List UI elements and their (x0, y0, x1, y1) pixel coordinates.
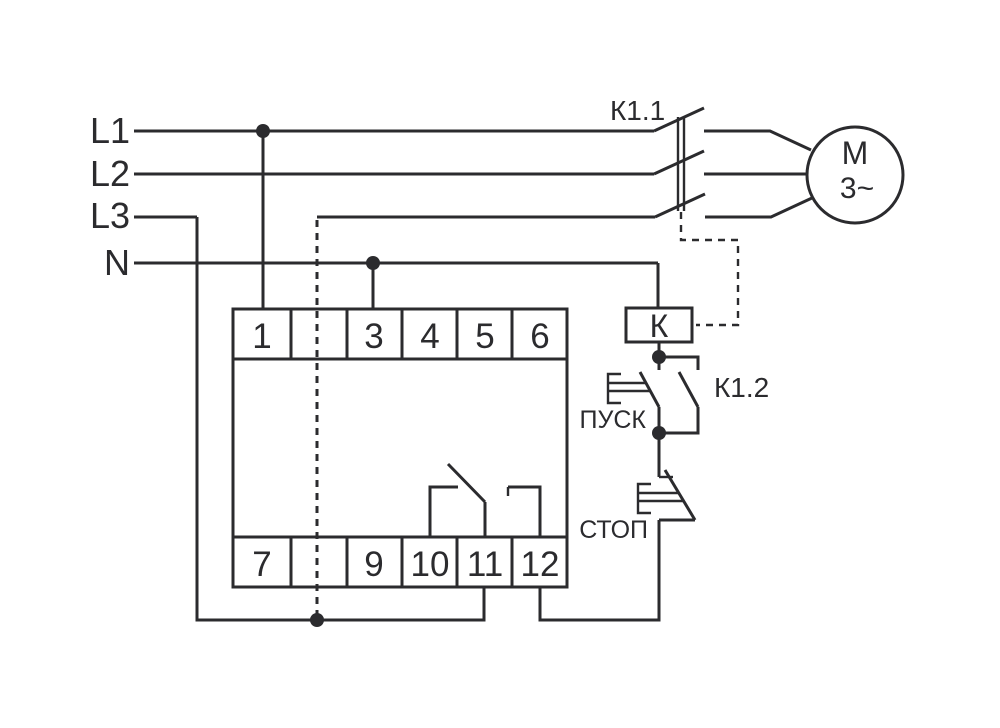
terminal-7: 7 (252, 545, 271, 584)
pole3-output-wire (705, 196, 813, 219)
motor-circle (805, 125, 905, 225)
contact-no-side (428, 485, 458, 537)
aux-contact: К1.2 (652, 355, 769, 440)
top-strip-dividers (289, 309, 514, 359)
contactor-coil: К (624, 306, 694, 364)
stop-button-label: СТОП (579, 516, 648, 544)
terminal-6: 6 (530, 317, 549, 356)
linkage-to-coil-dashed (679, 212, 740, 327)
terminal-9: 9 (364, 545, 383, 584)
aux-top-wire (659, 355, 700, 370)
contactor-main-label: К1.1 (610, 95, 665, 126)
l1-label: L1 (90, 110, 130, 151)
contact-nc-side (508, 485, 542, 537)
bottom-strip-dividers (289, 537, 514, 587)
l2-label: L2 (90, 153, 130, 194)
terminal-1: 1 (252, 317, 271, 356)
contactor-main-contacts: К1.1 (610, 95, 813, 327)
contact-blade (446, 462, 487, 504)
motor: М 3~ (805, 125, 905, 225)
terminal-4: 4 (420, 317, 439, 356)
start-button-label: ПУСК (580, 406, 647, 434)
l3-label: L3 (90, 195, 130, 236)
terminal12-to-stop-wire (538, 520, 661, 622)
terminal-numbers-top: 1 3 4 5 6 (252, 317, 549, 356)
l1-junction-dot (256, 124, 270, 138)
coil-label: К (650, 308, 669, 344)
start-blade (638, 371, 661, 408)
motor-phase: 3~ (840, 172, 874, 205)
pole3-blade (654, 192, 706, 219)
start-button: ПУСК (580, 357, 661, 434)
l3-down-wire (195, 217, 486, 622)
wiring (195, 124, 661, 627)
device-outline (231, 307, 569, 589)
motor-symbol: М (842, 135, 869, 171)
aux-blade (677, 371, 700, 408)
aux-bottom-wire (659, 407, 700, 435)
internal-changeover-contact (428, 462, 542, 537)
relay-device: 1 3 4 5 6 7 9 10 11 12 (231, 307, 569, 589)
pole1-output-wire (704, 129, 812, 152)
aux-contact-label: К1.2 (714, 372, 769, 403)
bottom-junction-dot (310, 613, 324, 627)
terminal-10: 10 (411, 545, 450, 584)
terminal-numbers-bottom: 7 9 10 11 12 (252, 545, 559, 584)
terminal-5: 5 (475, 317, 494, 356)
terminal-12: 12 (521, 545, 560, 584)
terminal-3: 3 (364, 317, 383, 356)
start-plunger-bracket (606, 372, 621, 405)
stop-plunger-bracket (636, 482, 651, 515)
n-junction-dot (366, 256, 380, 270)
terminal-11: 11 (467, 545, 503, 584)
n-label: N (104, 242, 130, 283)
stop-button: СТОП (579, 433, 697, 544)
power-input-lines: L1 L2 L3 N (90, 110, 658, 283)
stop-blade (663, 469, 697, 521)
